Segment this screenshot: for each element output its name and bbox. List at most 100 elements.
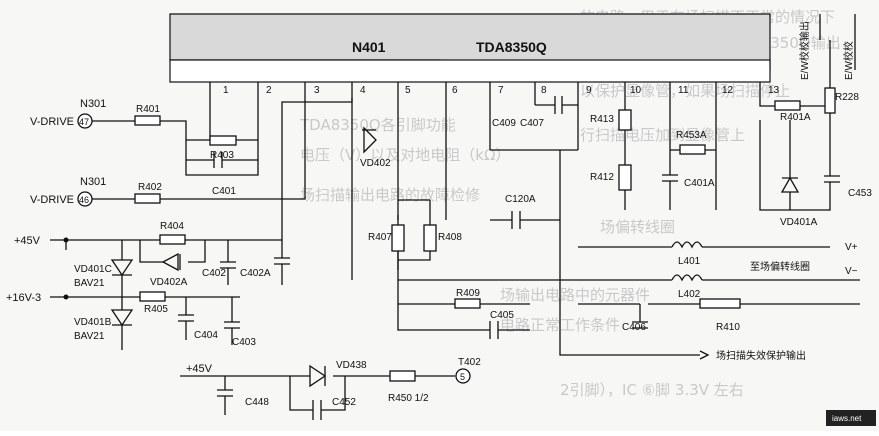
resistor-r450 [389,370,416,382]
coil-label: 至场偏转线圈 [750,260,810,273]
pin-label: 1 [223,85,229,96]
resistor-r409 [454,298,481,309]
bg-line: 以保护显像管，如果场扫描停止 [580,82,790,100]
bg-line: 行扫描电压加到显像管上 [580,126,745,144]
label-c402a: C402A [240,268,271,279]
ic-ref: N401 [352,39,386,55]
vplus-label: V+ [845,242,858,253]
label-vd402a: VD402A [150,277,188,288]
input-signal: V-DRIVE [30,116,74,128]
ic-n401: N401 TDA8350Q 1 2 3 4 5 6 7 8 9 10 11 12… [169,13,780,98]
ic-part: TDA8350Q [476,39,547,55]
resistor-r404 [159,234,186,245]
pin-label: 9 [586,85,592,96]
label-r407: R407 [368,232,392,243]
resistor-r228 [824,87,836,114]
pin-label: 12 [722,85,734,96]
resistor-r412 [618,164,632,191]
label-r401a: R401A [780,112,811,123]
terminal-t402 [455,368,471,384]
resistor-r402 [134,193,161,204]
pin-label: 13 [768,85,780,96]
label-l401: L401 [678,256,701,267]
t402-pin: 5 [460,372,465,382]
label-r409: R409 [456,288,480,299]
ew-out-label: E/W校校输出 [798,21,811,80]
label-c403: C403 [232,337,256,348]
bg-line: 场输出电路中的元器件 [500,286,650,304]
label-c405: C405 [490,310,514,321]
label-c409: C409 [492,118,516,129]
label-r410: R410 [716,322,740,333]
label-r402: R402 [138,182,162,193]
resistor-r405 [139,291,166,302]
connector-pin: 47 [79,117,89,127]
label-r453a: R453A [676,130,707,141]
label-r412: R412 [590,172,614,183]
label-r405: R405 [144,304,168,315]
protect-label: 场扫描失效保护输出 [716,349,806,362]
label-c406: C406 [622,322,646,333]
label-c448: C448 [245,397,269,408]
pin-label: 3 [314,85,320,96]
supply-label: +45V [14,235,41,247]
input-signal: V-DRIVE [30,194,74,206]
label-vd401a: VD401A [780,217,818,228]
bg-line: 场扫描输出电路的故障检修 [300,186,480,204]
resistor-r453a [679,144,706,155]
bg-line: TDA8350Q各引脚功能 [299,116,456,134]
bg-line: 2引脚），IC ⑥脚 3.3V 左右 [560,381,744,399]
pin-label: 7 [498,85,504,96]
bg-line: 电压（V）以及对地电阻（kΩ） [300,146,510,164]
label-vd438: VD438 [336,360,367,371]
type-vd401b: BAV21 [74,331,105,342]
pin-label: 4 [360,85,366,96]
supply-section: +45V +16V-3 VD401C BAV21 VD401B BAV21 R4… [6,221,290,350]
pin-label: 2 [266,85,272,96]
label-c453: C453 [848,188,872,199]
t402-label: T402 [458,357,481,368]
label-r408: R408 [438,232,462,243]
resistor-r410 [699,298,741,309]
input-ref: N301 [80,98,106,110]
label-c452: C452 [332,397,356,408]
label-r404: R404 [160,221,184,232]
label-c407: C407 [520,118,544,129]
supply-label: +16V-3 [6,292,41,304]
label-c120a: C120A [505,194,536,205]
pin-label: 5 [405,85,411,96]
watermark-text: iaws.net [832,414,862,423]
label-c402: C402 [202,268,226,279]
label-r450: R450 1/2 [388,393,429,404]
label-r228: R228 [835,92,859,103]
resistor-r413 [618,109,632,131]
watermark: iaws.net [826,410,876,426]
type-vd401c: BAV21 [74,278,105,289]
input-ref: N301 [80,176,106,188]
label-r413: R413 [590,114,614,125]
vminus-label: V− [845,266,858,277]
right-network: R413 R412 R453A C401A R401A R228 VD401A … [398,14,872,362]
bg-line: 场偏转线圈 [600,218,675,236]
label-c401a: C401A [684,178,715,189]
resistor-r401 [134,115,161,126]
pin-label: 8 [541,85,547,96]
resistor-r407 [391,224,405,252]
input-network: N301 V-DRIVE 47 N301 V-DRIVE 46 R401 R40… [30,98,306,207]
resistor-r408 [423,224,437,252]
label-vd402: VD402 [360,158,391,169]
label-vd401c: VD401C [74,264,112,275]
resistor-r401a [774,100,801,111]
supply-label: +45V [186,363,213,375]
pin-label: 11 [678,85,689,96]
label-c401: C401 [212,186,236,197]
connector-pin: 46 [79,195,89,205]
pin-label: 10 [630,85,642,96]
bottom-chain: +45V C448 VD438 C452 R450 1/2 5 T402 [180,357,481,420]
ew-label: E/W校校 [842,41,855,80]
label-c404: C404 [194,330,218,341]
label-l402: L402 [678,289,701,300]
resistor-r403 [209,135,237,146]
output-stage: VD402 R407 R408 C409 C407 C120A R409 C40… [281,96,579,339]
